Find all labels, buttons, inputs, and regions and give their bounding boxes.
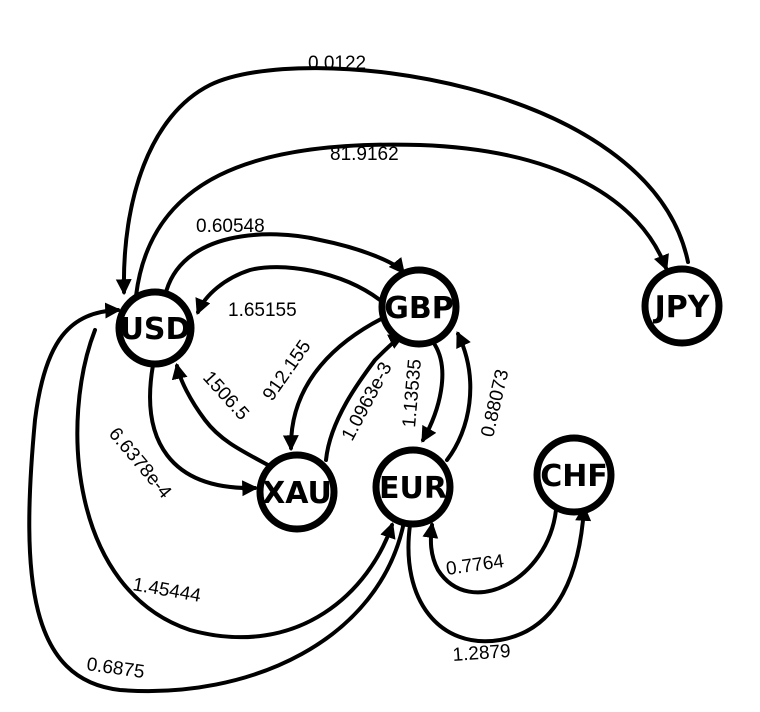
node-gbp[interactable]: GBP (378, 266, 460, 348)
node-xau[interactable]: XAU (256, 451, 338, 533)
edge-label: 912.155 (259, 337, 316, 405)
edges (27, 66, 690, 693)
edge-gbp-eur (421, 343, 445, 443)
node-label: GBP (384, 291, 453, 326)
edge-xau-usd (171, 362, 270, 467)
node-eur[interactable]: EUR (372, 446, 454, 528)
edge-label: 1.2879 (452, 641, 511, 666)
edge-usd-xau (148, 363, 259, 497)
edge-label: 81.9162 (330, 144, 399, 165)
edge-gbp-usd (195, 265, 382, 315)
edge-label: 1.13535 (399, 358, 426, 428)
edge-jpy-usd (115, 66, 690, 296)
edge-chf-eur (422, 508, 558, 595)
node-label: CHF (540, 459, 608, 494)
node-chf[interactable]: CHF (533, 434, 615, 516)
edge-gbp-xau (282, 316, 385, 452)
node-label: EUR (379, 471, 447, 506)
edge-usd-eur (75, 328, 396, 640)
edge-eur-chf (406, 504, 592, 644)
edge-usd-jpy (134, 142, 669, 298)
edge-label: 0.0122 (308, 53, 366, 74)
edge-label: 6.6378e-4 (104, 424, 175, 503)
node-label: JPY (653, 290, 711, 325)
edge-label: 0.6875 (85, 654, 145, 683)
nodes: USD GBP JPY XAU EUR CHF (115, 265, 723, 533)
edge-label: 0.7764 (445, 551, 506, 580)
node-label: USD (120, 312, 191, 347)
node-label: XAU (262, 476, 332, 511)
edge-label: 1506.5 (198, 367, 252, 424)
edge-label: 0.88073 (477, 367, 513, 439)
edge-usd-gbp (163, 232, 406, 298)
edge-label: 1.65155 (228, 300, 297, 321)
edge-eur-usd (27, 302, 406, 693)
node-jpy[interactable]: JPY (641, 265, 723, 347)
edge-label: 0.60548 (196, 216, 265, 237)
node-usd[interactable]: USD (115, 288, 195, 368)
edge-eur-gbp (445, 331, 473, 462)
